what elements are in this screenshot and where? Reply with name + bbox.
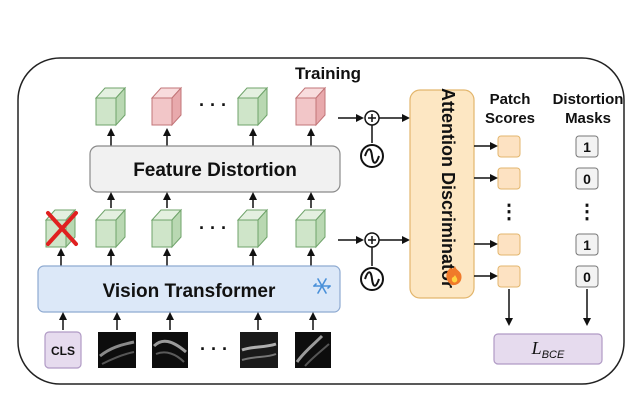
image-patch: [295, 332, 331, 368]
patch-score-box: [497, 167, 521, 190]
image-patches: · · ·: [98, 332, 331, 368]
noise-wave-icon: [360, 267, 384, 291]
distortion-masks-label-line2: Masks: [565, 110, 611, 127]
snowflake-icon: [313, 278, 331, 294]
bottom-noise-branch: [338, 232, 410, 291]
red-distorted-cube: [295, 87, 326, 126]
input-arrows: [59, 312, 317, 330]
cls-token-label: CLS: [51, 344, 75, 358]
green-feature-cube: [95, 209, 126, 248]
image-patch: [98, 332, 136, 368]
vision-transformer-label: Vision Transformer: [103, 281, 276, 302]
attention-discriminator-box: [409, 89, 475, 299]
patch-ellipsis: · · ·: [200, 339, 228, 359]
distortion-masks-label-line1: Distortion: [553, 91, 624, 108]
feature-distortion-label: Feature Distortion: [133, 160, 297, 181]
image-patch: [152, 332, 188, 368]
training-title: Training: [295, 64, 361, 83]
image-patch: [240, 332, 278, 368]
bce-loss-box: [493, 333, 603, 365]
mask-value: 0: [583, 269, 591, 285]
cls-token-box: [44, 331, 82, 369]
green-feature-cube: [295, 209, 326, 248]
patch-scores-label-line2: Scores: [485, 110, 535, 127]
middle-row-ellipsis: · · ·: [199, 218, 227, 238]
green-feature-cube: [95, 87, 126, 126]
distortion-input-arrows: [107, 192, 315, 208]
patch-score-box: [497, 265, 521, 288]
green-feature-cube: [151, 209, 182, 248]
patch-score-box: [497, 233, 521, 256]
green-feature-cube: [237, 209, 268, 248]
vit-output-arrows: [57, 248, 315, 266]
attention-discriminator-label: Attention Discriminator: [438, 88, 458, 288]
mask-value: 1: [583, 237, 591, 253]
loss-arrows: [505, 289, 591, 326]
top-noise-branch: [338, 110, 410, 168]
top-row-ellipsis: · · ·: [199, 95, 227, 115]
vision-transformer-box: [37, 265, 341, 313]
distortion-mask-boxes: 1 0 1 0: [575, 135, 599, 288]
bce-loss-label: LBCE: [531, 338, 565, 361]
mask-value: 1: [583, 139, 591, 155]
distortion-mask-vdots: ⋮: [577, 201, 597, 223]
score-arrows: [474, 142, 498, 280]
patch-score-box: [497, 135, 521, 158]
plus-circle-icon: [364, 110, 380, 126]
patch-scores-label-line1: Patch: [490, 91, 531, 108]
noise-wave-icon: [360, 144, 384, 168]
red-distorted-cube: [151, 87, 182, 126]
green-feature-cube: [237, 87, 268, 126]
cross-mark-icon: [46, 211, 78, 246]
patch-score-boxes: [497, 135, 521, 288]
feature-distortion-box: [89, 145, 341, 193]
patch-score-vdots: ⋮: [499, 201, 519, 223]
flame-icon: [446, 266, 462, 286]
mask-value: 0: [583, 171, 591, 187]
plus-circle-icon: [364, 232, 380, 248]
distortion-output-arrows: [107, 128, 315, 146]
